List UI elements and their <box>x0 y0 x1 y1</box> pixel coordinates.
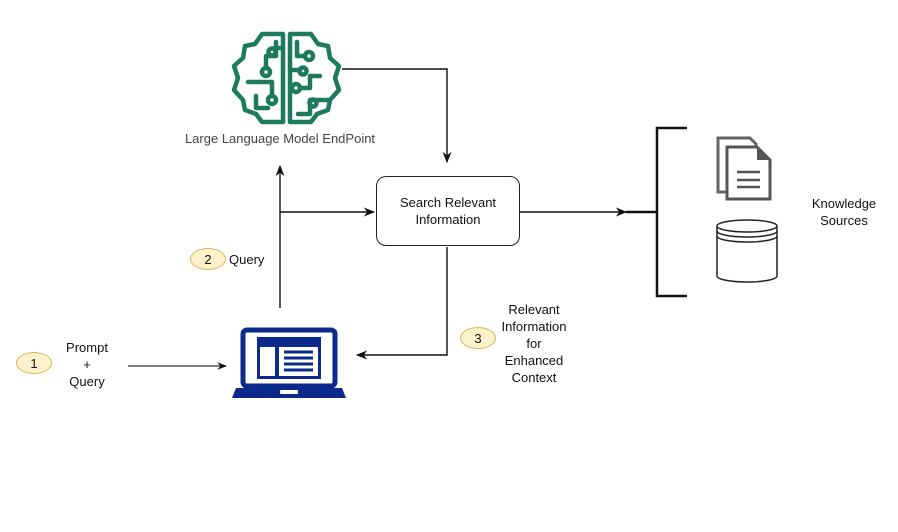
knowledge-sources-label: Knowledge Sources <box>796 195 892 229</box>
step-1-label-line: + <box>83 357 91 372</box>
step-3-label-line: Enhanced <box>504 353 564 368</box>
brain-circuit-icon <box>231 31 342 125</box>
laptop-icon <box>232 327 346 398</box>
search-box-label-line2: Information <box>415 212 481 227</box>
step-3-label-line: for <box>526 336 542 351</box>
step-3-label: Relevant Information for Enhanced Contex… <box>494 301 574 386</box>
search-relevant-information-box[interactable]: Search Relevant Information <box>376 176 520 246</box>
step-1-label: Prompt + Query <box>56 339 118 390</box>
knowledge-label-line2: Sources <box>820 213 868 228</box>
llm-to-search-arrow <box>342 68 452 164</box>
step-1-badge: 1 <box>16 352 52 374</box>
step-3-label-line: Relevant <box>508 302 560 317</box>
step-3-label-line: Context <box>511 370 557 385</box>
step-2-badge: 2 <box>190 248 226 270</box>
step-3-badge: 3 <box>460 327 496 349</box>
search-box-label-line1: Search Relevant <box>399 195 497 210</box>
documents-icon <box>716 136 772 201</box>
database-icon <box>716 219 778 283</box>
step-1-label-line: Query <box>69 374 105 389</box>
knowledge-label-line1: Knowledge <box>811 196 877 211</box>
context-return-arrow <box>355 247 448 360</box>
step-1-label-line: Prompt <box>66 340 108 355</box>
llm-endpoint-label: Large Language Model EndPoint <box>184 131 376 146</box>
step-3-label-line: Information <box>501 319 567 334</box>
knowledge-bracket <box>626 126 687 298</box>
step-2-label: Query <box>229 252 265 267</box>
